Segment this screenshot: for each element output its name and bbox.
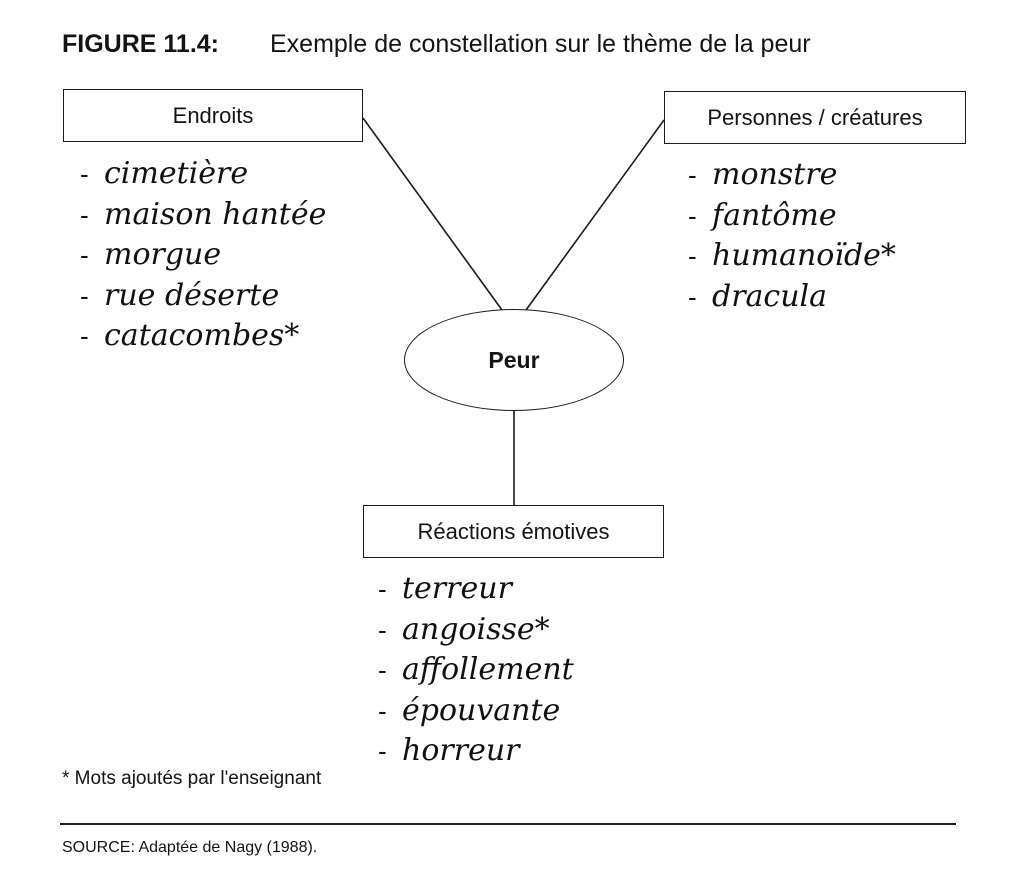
center-node-peur: Peur <box>404 309 624 411</box>
term-text: humanoïde* <box>712 238 896 273</box>
term-list-personnes: -monstre -fantôme -humanoïde* -dracula <box>688 155 896 317</box>
list-item: -rue déserte <box>80 277 280 313</box>
divider <box>60 823 956 825</box>
list-item: -affollement <box>378 652 574 687</box>
term-text: dracula <box>712 278 828 314</box>
term-text: monstre <box>712 157 838 192</box>
footnote: * Mots ajoutés par l'enseignant <box>62 768 322 789</box>
term-text: rue déserte <box>104 277 280 313</box>
category-box-endroits: Endroits <box>63 89 363 142</box>
term-text: terreur <box>402 571 512 606</box>
term-list-endroits: -cimetière -maison hantée -morgue -rue d… <box>80 154 326 357</box>
figure-caption: Exemple de constellation sur le thème de… <box>270 30 811 58</box>
connector-personnes <box>525 119 665 311</box>
list-item: -épouvante <box>378 692 561 728</box>
term-text: morgue <box>104 237 222 272</box>
term-text: angoisse* <box>402 611 550 647</box>
category-box-reactions: Réactions émotives <box>363 505 664 558</box>
center-label: Peur <box>488 346 540 373</box>
term-text: maison hantée <box>104 196 327 232</box>
term-text: épouvante <box>402 692 561 728</box>
list-item: -monstre <box>688 157 838 192</box>
category-box-personnes: Personnes / créatures <box>664 91 966 144</box>
list-item: -terreur <box>378 571 512 606</box>
list-item: -maison hantée <box>80 196 327 232</box>
list-item: -fantôme <box>688 197 837 233</box>
list-item: -angoisse* <box>378 611 550 647</box>
list-item: -morgue <box>80 237 222 272</box>
figure-title: FIGURE 11.4: Exemple de constellation sur… <box>62 30 811 59</box>
list-item: -cimetière <box>80 156 249 191</box>
figure-number: FIGURE 11.4: <box>62 30 219 58</box>
term-list-reactions: -terreur -angoisse* -affollement -épouva… <box>378 569 574 772</box>
list-item: -dracula <box>688 278 828 314</box>
term-text: catacombes* <box>104 318 300 353</box>
category-label-reactions: Réactions émotives <box>417 518 610 544</box>
list-item: -horreur <box>378 733 520 768</box>
list-item: -humanoïde* <box>688 238 896 273</box>
term-text: fantôme <box>712 197 837 233</box>
term-text: horreur <box>402 733 520 768</box>
source-credit: SOURCE: Adaptée de Nagy (1988). <box>62 839 318 856</box>
term-text: cimetière <box>104 156 249 191</box>
connector-endroits <box>362 117 503 311</box>
category-label-personnes: Personnes / créatures <box>707 104 923 130</box>
list-item: -catacombes* <box>80 318 300 353</box>
category-label-endroits: Endroits <box>172 102 254 128</box>
term-text: affollement <box>402 652 574 687</box>
